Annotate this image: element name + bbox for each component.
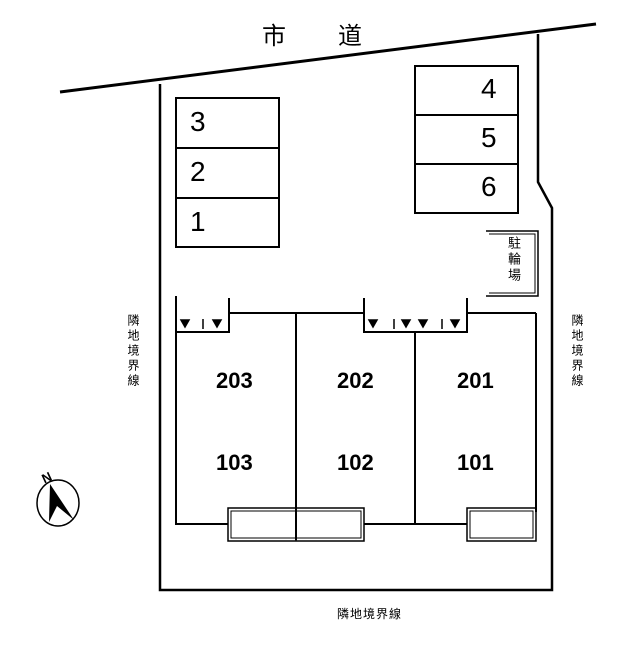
parking-slot-number: 4 [481, 73, 497, 104]
parking-slot-number: 3 [190, 106, 206, 137]
unit-number: 101 [457, 450, 494, 475]
balconies [227, 507, 537, 542]
parking-stack-left [175, 97, 280, 248]
lot-boundary [158, 34, 554, 592]
unit-number: 103 [216, 450, 253, 475]
parking-slot-number: 1 [190, 206, 206, 237]
parking-slot-number: 5 [481, 122, 497, 153]
unit-number: 202 [337, 368, 374, 393]
parking-slot-number: 6 [481, 171, 497, 202]
parking-slot-number: 2 [190, 156, 206, 187]
unit-number: 203 [216, 368, 253, 393]
parking-stack-right [414, 65, 519, 214]
building-outline [175, 296, 537, 540]
north-arrow-icon [36, 479, 80, 527]
south-boundary-label: 隣地境界線 [337, 607, 403, 621]
east-boundary-label: 隣地境界線 [570, 314, 584, 389]
road-label: 市 道 [262, 22, 376, 50]
unit-number: 102 [337, 450, 374, 475]
road-edge-line [59, 22, 597, 94]
unit-number: 201 [457, 368, 494, 393]
bicycle-parking-label: 駐輪場 [505, 236, 520, 284]
bicycle-parking-box [486, 230, 539, 297]
west-boundary-label: 隣地境界線 [126, 314, 140, 389]
entrance-markers [179, 319, 461, 329]
